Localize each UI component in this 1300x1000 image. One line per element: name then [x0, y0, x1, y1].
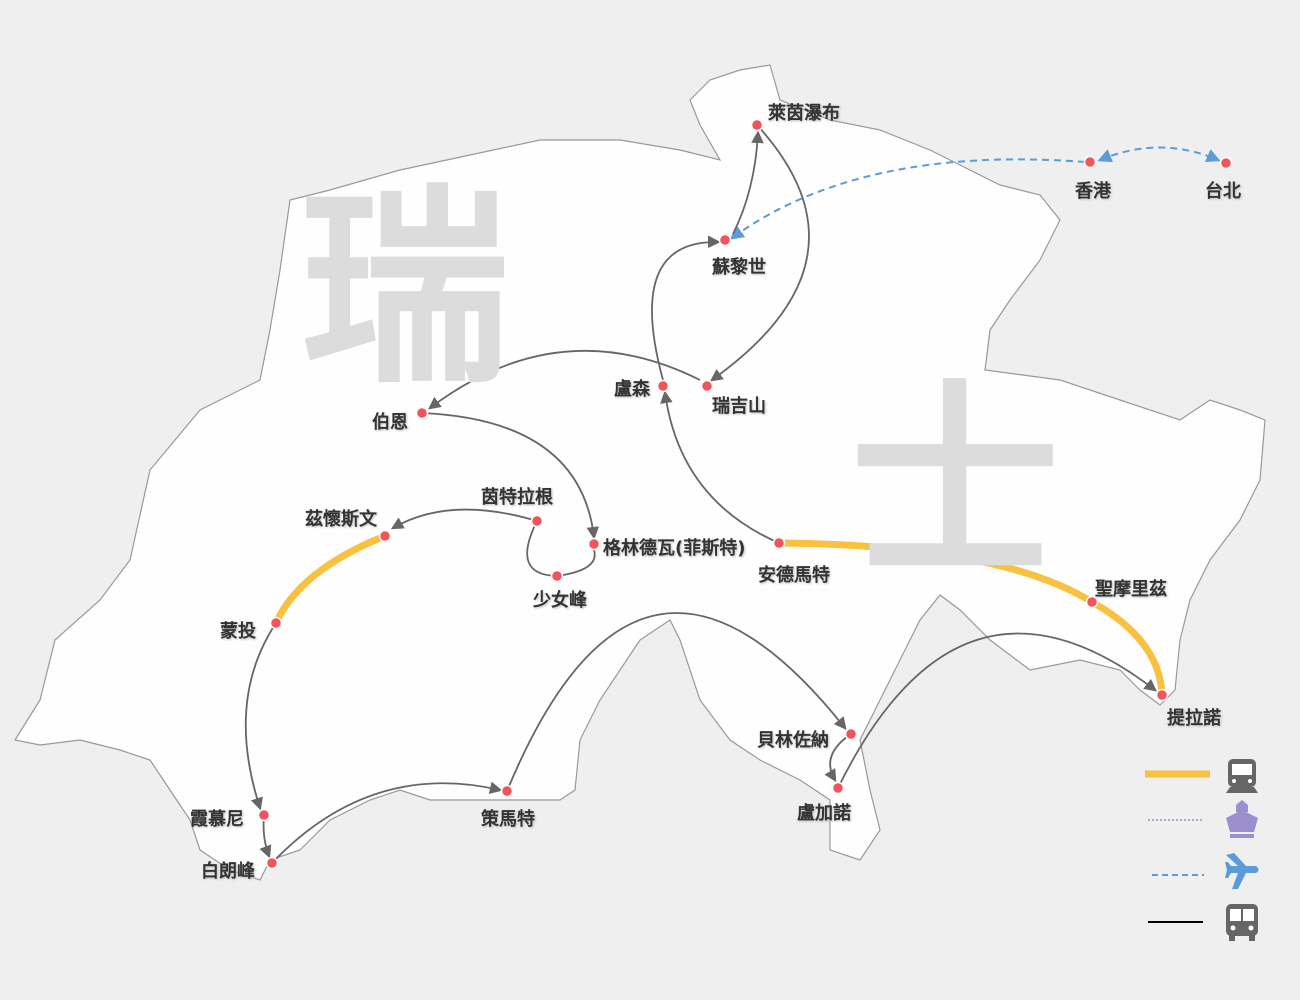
route — [421, 412, 600, 540]
city-dot — [1155, 688, 1169, 702]
route — [427, 350, 701, 410]
route — [660, 390, 780, 544]
city-dot — [269, 616, 283, 630]
city-dot — [831, 781, 845, 795]
city-label-lugano: 盧加諾 — [797, 803, 851, 824]
city-dot — [844, 727, 858, 741]
legend — [1145, 759, 1259, 941]
city-label-lucerne: 盧森 — [614, 379, 650, 400]
city-label-mont-blanc: 白朗峰 — [201, 861, 255, 882]
city-dots — [257, 118, 1233, 870]
route — [506, 612, 847, 792]
city-label-zurich: 蘇黎世 — [712, 257, 766, 278]
city-dot — [772, 536, 786, 550]
route — [837, 632, 1157, 789]
city-label-zermatt: 策馬特 — [481, 809, 535, 830]
city-label-jungfrau: 少女峰 — [533, 590, 587, 611]
flight-route — [729, 158, 1086, 240]
city-dot — [1083, 155, 1097, 169]
city-dot — [550, 569, 564, 583]
route — [390, 508, 538, 530]
city-dot — [700, 379, 714, 393]
city-label-zweisimmen: 茲懷斯文 — [305, 509, 377, 530]
route — [709, 124, 810, 382]
city-dot — [750, 118, 764, 132]
city-dot — [656, 379, 670, 393]
city-dot — [587, 537, 601, 551]
city-label-grindelwald: 格林德瓦(菲斯特) — [603, 538, 746, 559]
city-label-bellinzona: 貝林佐納 — [757, 730, 829, 751]
city-dot — [530, 514, 544, 528]
city-dot — [718, 233, 732, 247]
train-route — [272, 532, 387, 625]
city-label-chamonix: 霞慕尼 — [190, 809, 244, 830]
city-label-taipei: 台北 — [1205, 181, 1241, 202]
city-dot — [378, 529, 392, 543]
route — [244, 622, 277, 811]
train-icon — [1226, 759, 1258, 793]
city-label-st-moritz: 聖摩里茲 — [1095, 579, 1167, 600]
ship-icon — [1226, 800, 1258, 838]
city-dot — [257, 808, 271, 822]
city-dot — [265, 856, 279, 870]
city-dot — [500, 784, 514, 798]
plane-icon — [1225, 853, 1259, 889]
city-dot — [1219, 156, 1233, 170]
city-label-montreux: 蒙投 — [220, 621, 256, 642]
flight-route — [1097, 146, 1221, 163]
city-label-bern: 伯恩 — [372, 412, 408, 433]
train-route — [778, 539, 1166, 696]
city-label-rigi: 瑞吉山 — [712, 396, 766, 417]
route — [271, 781, 503, 864]
city-dot — [1085, 595, 1099, 609]
city-label-rhine-falls: 萊茵瀑布 — [768, 103, 840, 124]
city-label-hong-kong: 香港 — [1075, 181, 1111, 202]
city-label-interlaken: 茵特拉根 — [481, 487, 553, 508]
route — [651, 235, 721, 381]
city-dot — [415, 406, 429, 420]
city-label-tirano: 提拉諾 — [1167, 708, 1221, 729]
bus-icon — [1226, 904, 1258, 941]
city-label-andermatt: 安德馬特 — [758, 565, 830, 586]
route — [732, 130, 764, 235]
